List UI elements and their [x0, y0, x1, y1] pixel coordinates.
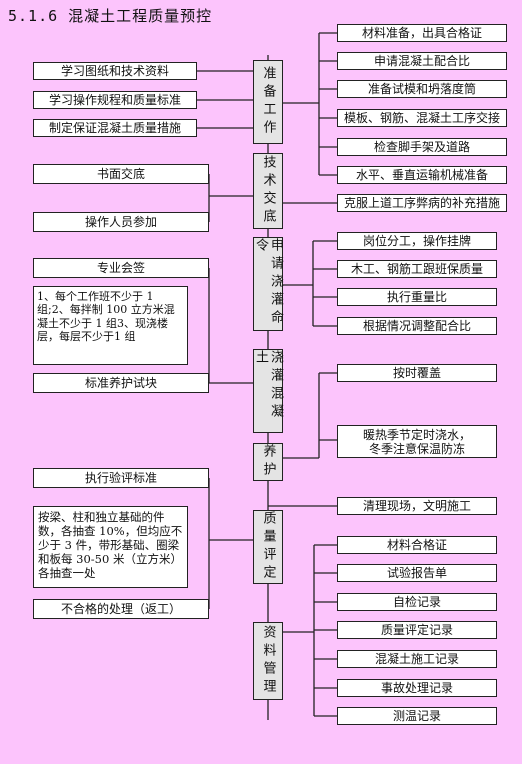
countersign-box: 专业会签: [33, 258, 209, 278]
scaffold-check-box: 检查脚手架及道路: [337, 138, 507, 156]
rework-box: 不合格的处理（返工）: [33, 599, 209, 619]
written-briefing-box: 书面交底: [33, 164, 209, 184]
post-assignment-box: 岗位分工，操作挂牌: [337, 232, 497, 250]
stage-quality-evaluation: 质量评定: [253, 510, 283, 584]
accident-handling-record: 事故处理记录: [337, 679, 497, 697]
study-drawings-box: 学习图纸和技术资料: [33, 62, 197, 80]
evaluation-standard-box: 执行验评标准: [33, 468, 209, 488]
adjust-mix-box: 根据情况调整配合比: [337, 317, 497, 335]
test-report-record: 试验报告单: [337, 564, 497, 582]
process-handover-box: 模板、钢筋、混凝土工序交接: [337, 109, 507, 127]
transport-machinery-box: 水平、垂直运输机械准备: [337, 166, 507, 184]
stage-document-management: 资料管理: [253, 622, 283, 700]
stage-apply-pouring: 申请浇灌命令: [253, 237, 283, 331]
standard-cure-specimen-box: 标准养护试块: [33, 373, 209, 393]
slump-cone-box: 准备试模和坍落度筒: [337, 80, 507, 98]
concrete-construction-record: 混凝土施工记录: [337, 650, 497, 668]
material-cert-record: 材料合格证: [337, 536, 497, 554]
stage-curing: 养护: [253, 443, 283, 481]
crew-follow-box: 木工、钢筋工跟班保质量: [337, 260, 497, 278]
stage-preparation: 准备工作: [253, 60, 283, 144]
weight-ratio-box: 执行重量比: [337, 288, 497, 306]
watering-box: 暖热季节定时浇水，冬季注意保温防冻: [337, 425, 497, 458]
timely-cover-box: 按时覆盖: [337, 364, 497, 382]
temperature-record: 测温记录: [337, 707, 497, 725]
spot-check-note: 按梁、柱和独立基础的件数，各抽查 10%，但均应不少于 3 件，带形基础、圈梁和…: [33, 506, 188, 588]
site-cleanup-box: 清理现场，文明施工: [337, 497, 497, 515]
study-rules-box: 学习操作规程和质量标准: [33, 91, 197, 109]
quality-assessment-record: 质量评定记录: [337, 621, 497, 639]
page-title: 5.1.6 混凝土工程质量预控: [8, 7, 213, 25]
materials-box: 材料准备，出具合格证: [337, 24, 507, 42]
workers-attend-box: 操作人员参加: [33, 212, 209, 232]
stage-technical-briefing: 技术交底: [253, 153, 283, 229]
stage-pour-concrete: 浇灌混凝土: [253, 349, 283, 433]
sampling-rules-note: 1、每个工作班不少于 1 组;2、每拌制 100 立方米混凝土不少于 1 组3、…: [33, 286, 188, 365]
quality-measures-box: 制定保证混凝土质量措施: [33, 119, 197, 137]
remedial-measures-box: 克服上道工序弊病的补充措施: [337, 194, 507, 212]
self-check-record: 自检记录: [337, 593, 497, 611]
mix-ratio-box: 申请混凝土配合比: [337, 52, 507, 70]
